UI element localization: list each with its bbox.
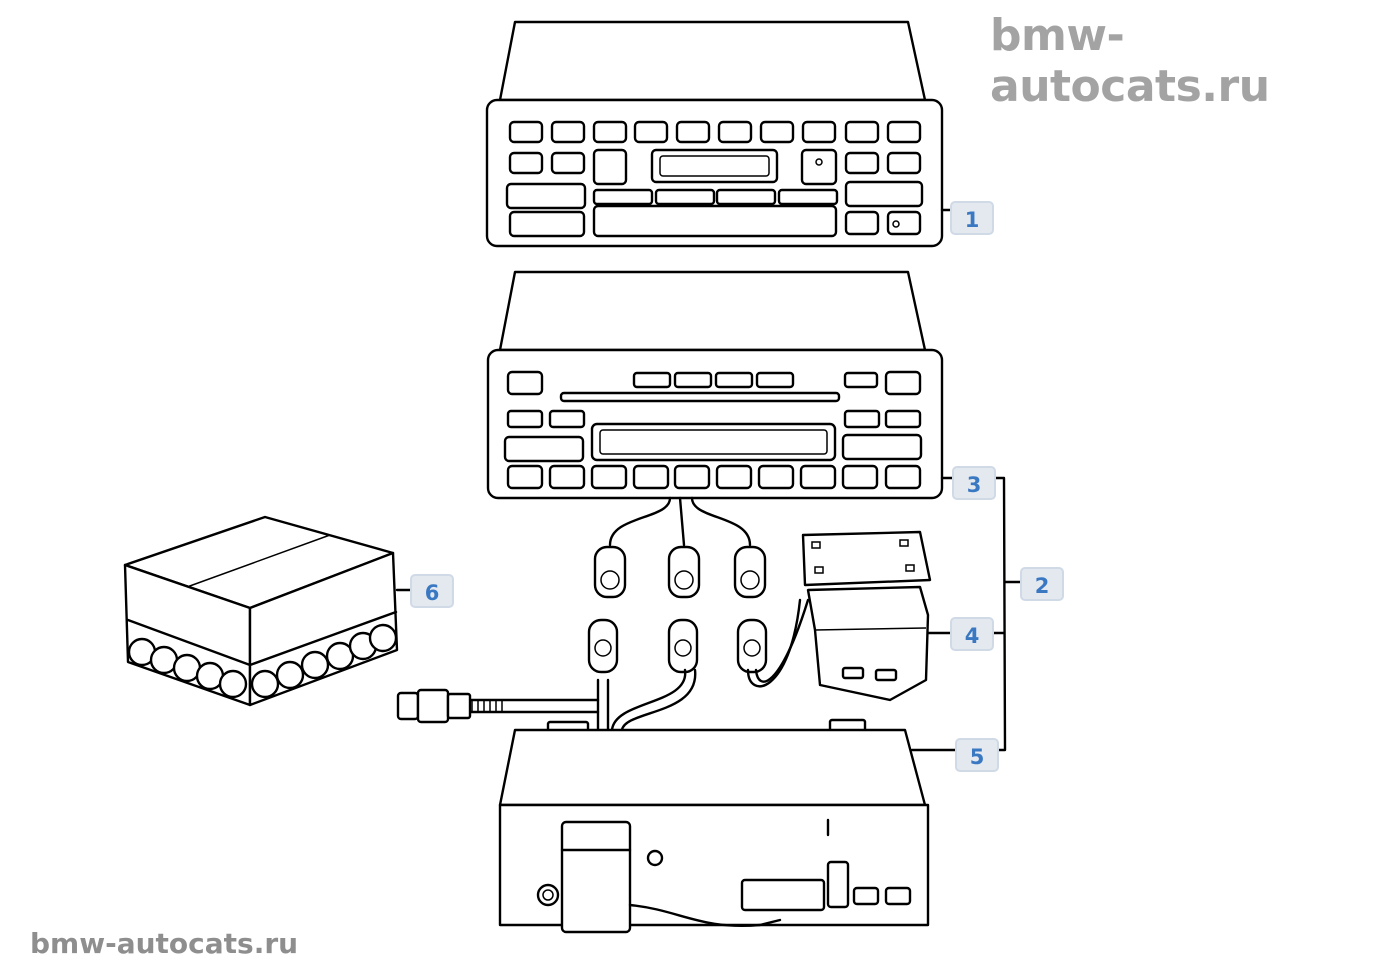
callout-1[interactable]: 1 [950, 201, 994, 235]
shape [250, 669, 280, 699]
button-shape [799, 464, 837, 490]
shape [600, 570, 620, 590]
button-shape [884, 370, 922, 396]
shape [743, 639, 761, 657]
button-shape [759, 120, 795, 144]
button-shape [717, 120, 753, 144]
shape [275, 660, 305, 690]
button-shape [592, 148, 628, 186]
button-shape [844, 180, 924, 208]
button-shape [505, 182, 587, 210]
button-shape [506, 409, 544, 429]
button-shape [843, 371, 879, 389]
button-shape [714, 371, 754, 389]
watermark-bottom: bmw-autocats.ru [30, 927, 299, 960]
callout-4[interactable]: 4 [950, 617, 994, 651]
button-shape [715, 464, 753, 490]
shape [300, 650, 330, 680]
mounting-bracket-drawing [801, 530, 932, 702]
button-shape [506, 370, 544, 396]
button-shape [550, 151, 586, 175]
callout-6[interactable]: 6 [410, 574, 454, 608]
button-shape [886, 210, 922, 236]
button-shape [675, 120, 711, 144]
shape [674, 639, 692, 657]
button-shape [844, 120, 880, 144]
button-shape [673, 371, 713, 389]
button-shape [508, 151, 544, 175]
button-shape [506, 464, 544, 490]
radio-cassette-unit-drawing [485, 20, 944, 248]
button-shape [801, 120, 837, 144]
button-shape [755, 371, 795, 389]
button-shape [587, 618, 619, 674]
button-shape [667, 618, 699, 674]
button-shape [508, 210, 586, 238]
button-shape [654, 188, 716, 206]
button-shape [632, 371, 672, 389]
button-shape [843, 409, 881, 429]
button-shape [841, 464, 879, 490]
shape [218, 669, 248, 699]
button-shape [884, 409, 922, 429]
button-shape [777, 188, 839, 206]
button-shape [508, 120, 544, 144]
button-shape [503, 435, 585, 463]
button-shape [632, 464, 670, 490]
watermark-top: bmw-autocats.ru [990, 10, 1270, 112]
button-shape [715, 188, 777, 206]
button-shape [844, 210, 880, 236]
button-shape [886, 120, 922, 144]
button-shape [886, 151, 922, 175]
button-shape [592, 188, 654, 206]
button-shape [841, 433, 923, 461]
button-shape [548, 464, 586, 490]
button-shape [844, 151, 880, 175]
button-shape [736, 618, 768, 674]
callout-3[interactable]: 3 [952, 466, 996, 500]
button-shape [550, 120, 586, 144]
cables-drawing [396, 496, 810, 732]
button-shape [592, 120, 628, 144]
cd-changer-magazine-drawing [123, 515, 399, 707]
shape [674, 570, 694, 590]
callout-5[interactable]: 5 [955, 738, 999, 772]
shape [368, 623, 398, 653]
button-shape [548, 409, 586, 429]
shape [740, 570, 760, 590]
callout-2[interactable]: 2 [1020, 567, 1064, 601]
button-shape [633, 120, 669, 144]
button-shape [884, 464, 922, 490]
amplifier-module-drawing [498, 718, 930, 934]
button-shape [590, 464, 628, 490]
cd-radio-unit-drawing [486, 270, 944, 500]
button-shape [673, 464, 711, 490]
shape [594, 639, 612, 657]
button-shape [757, 464, 795, 490]
